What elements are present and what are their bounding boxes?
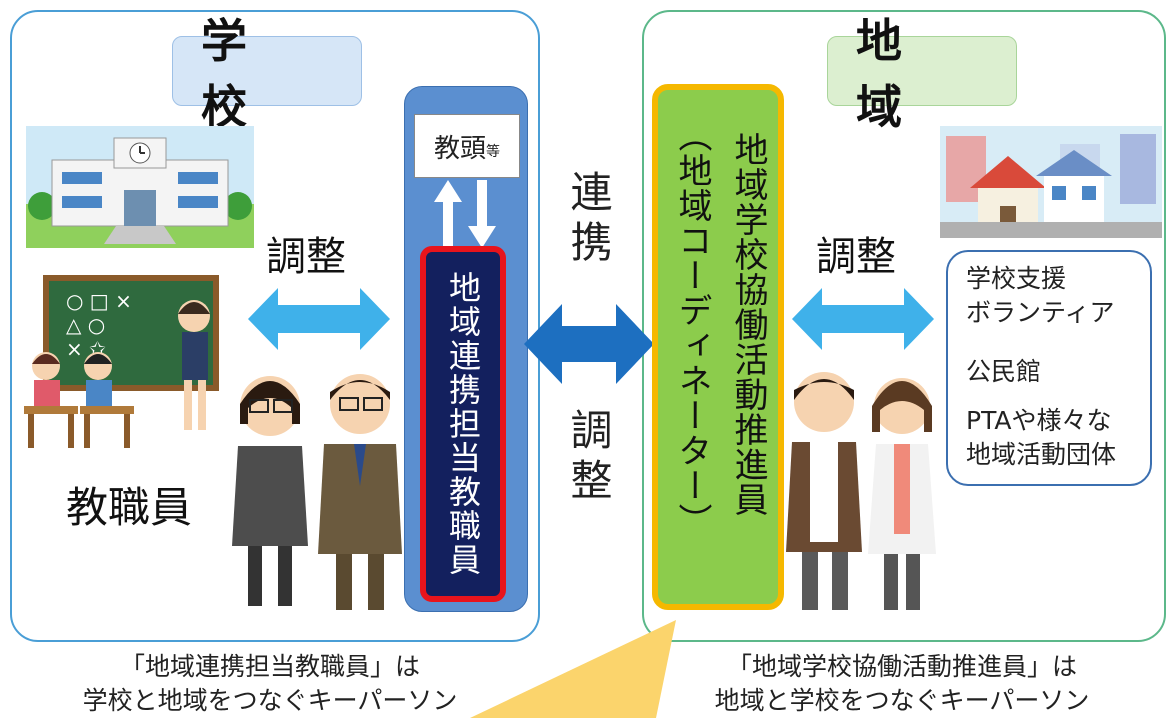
school-caption-line1: 「地域連携担当教職員」は [119,652,420,681]
promoter-sub-label: （地域コーディネーター） [672,118,712,538]
svg-text:○ □ ×: ○ □ × [66,289,132,313]
community-resources-box [946,250,1152,486]
vice-principal-exchange-arrows [434,180,496,248]
community-people-illustration [786,372,936,610]
resource-volunteers: 学校支援 ボランティア [966,262,1115,330]
cooperation-label: 連携 [564,170,613,270]
liaison-staff-label: 地域連携担当教職員 [444,271,482,577]
resource-pta-groups: PTAや様々な 地域活動団体 [966,404,1116,472]
town-illustration [940,126,1162,238]
resource-community-hall: 公民館 [966,357,1042,386]
center-double-arrow [524,304,654,384]
community-double-arrow [792,288,934,350]
school-caption-line2: 学校と地域をつなぐキーパーソン [82,686,458,715]
vice-principal-suffix: 等 [486,144,500,160]
community-caption: 「地域学校協働活動推進員」は 地域と学校をつなぐキーパーソン [672,650,1132,718]
school-caption: 「地域連携担当教職員」は 学校と地域をつなぐキーパーソン [40,650,500,718]
school-title: 学 校 [172,14,362,134]
school-double-arrow [248,288,390,350]
vice-principal-box: 教頭等 [414,114,520,178]
community-adjust-label: 調整 [816,234,896,280]
center-adjust-label: 調整 [564,408,613,508]
community-caption-line2: 地域と学校をつなぐキーパーソン [714,686,1090,715]
staff-label: 教職員 [66,483,193,532]
resource-pta-line2: 地域活動団体 [966,440,1117,469]
school-adjust-label: 調整 [266,234,346,280]
promoter-box [652,84,784,610]
classroom-illustration: ○ □ × △ ○ × ✩ [24,275,219,448]
svg-text:△ ○: △ ○ [66,313,105,337]
teachers-illustration [232,374,402,610]
resource-volunteers-line2: ボランティア [966,298,1115,327]
vice-principal-label: 教頭 [433,133,486,164]
community-title: 地 域 [827,14,1017,134]
resource-volunteers-line1: 学校支援 [966,264,1067,293]
promoter-main-label: 地域学校協働活動推進員 [728,132,768,517]
school-building-illustration [26,126,254,248]
community-caption-line1: 「地域学校協働活動推進員」は [726,652,1077,681]
resource-pta-line1: PTAや様々な [966,406,1112,435]
callout-pointer [470,620,676,718]
liaison-staff-box: 地域連携担当教職員 [420,246,506,602]
